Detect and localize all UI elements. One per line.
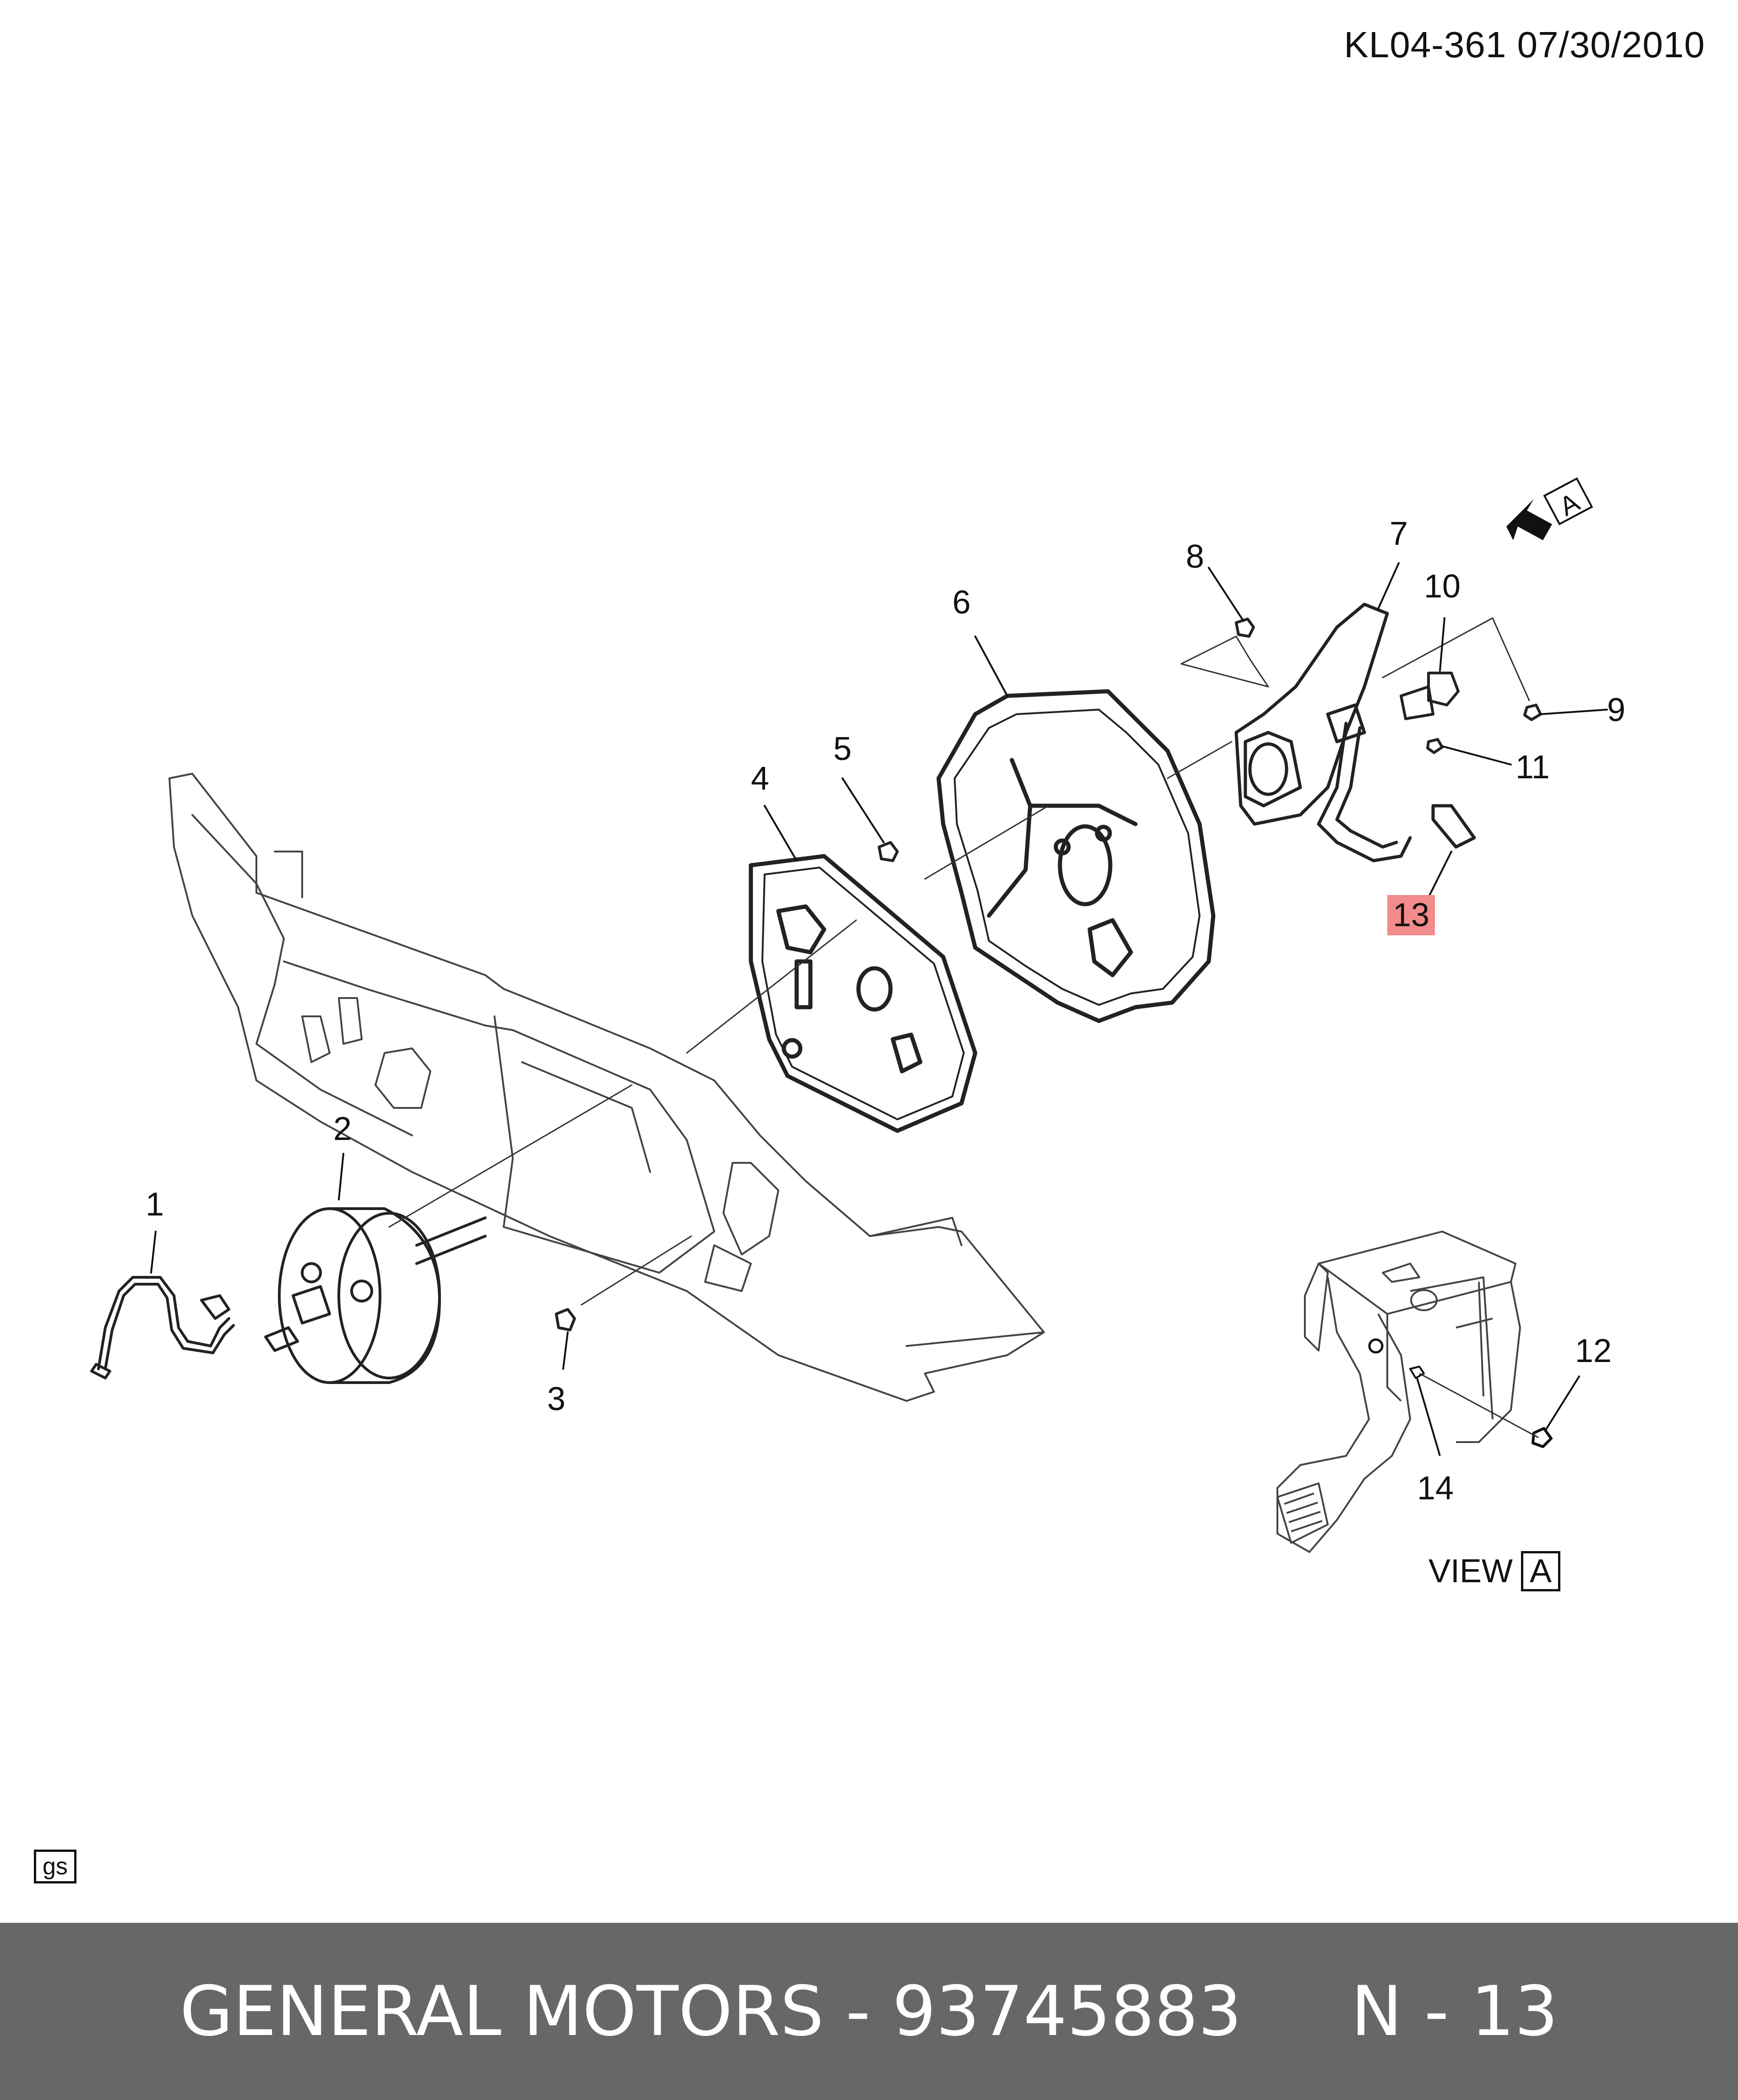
callout-9: 9 — [1607, 692, 1626, 728]
gasket-panel — [936, 689, 1216, 1023]
fasteners — [1235, 618, 1542, 754]
nut-5 — [878, 841, 899, 862]
brake-booster — [264, 1207, 487, 1384]
callout-13-highlighted: 13 — [1387, 895, 1435, 935]
dash-panel — [168, 773, 1045, 1402]
callout-5: 5 — [833, 731, 852, 767]
callout-3: 3 — [547, 1381, 566, 1417]
nut-3 — [555, 1308, 576, 1331]
view-label-text: VIEW — [1428, 1553, 1513, 1590]
view-a-label: VIEW A — [1428, 1551, 1561, 1591]
parts-diagram: A — [90, 477, 1608, 1553]
callout-2: 2 — [333, 1111, 352, 1147]
callout-8: 8 — [1186, 538, 1205, 575]
view-a-box — [1543, 477, 1593, 526]
pedal-switch — [1400, 672, 1460, 720]
callout-7: 7 — [1390, 516, 1408, 552]
callout-6: 6 — [952, 584, 971, 621]
document-id-date: KL04-361 07/30/2010 — [1344, 24, 1705, 65]
view-a-arrow — [1506, 499, 1552, 540]
view-a-inset — [1276, 1231, 1580, 1553]
callout-4: 4 — [751, 760, 770, 797]
view-label-letter-box: A — [1521, 1551, 1561, 1591]
insulator-panel — [749, 854, 978, 1133]
explode-lines — [388, 617, 1530, 1306]
view-a-letter: A — [1555, 487, 1585, 522]
footer-part-number: GENERAL MOTORS - 93745883 N - 13 — [179, 1971, 1559, 2051]
callout-leaders — [150, 562, 1608, 1370]
callout-11: 11 — [1515, 749, 1550, 786]
vacuum-hose — [90, 1276, 235, 1379]
callout-14: 14 — [1417, 1470, 1454, 1507]
callout-12: 12 — [1575, 1333, 1612, 1369]
callout-1: 1 — [146, 1186, 164, 1223]
footer-bar: GENERAL MOTORS - 93745883 N - 13 — [0, 1923, 1738, 2100]
callout-10: 10 — [1424, 568, 1461, 605]
gs-tag: gs — [34, 1850, 76, 1883]
pedal-bracket — [1234, 602, 1476, 863]
